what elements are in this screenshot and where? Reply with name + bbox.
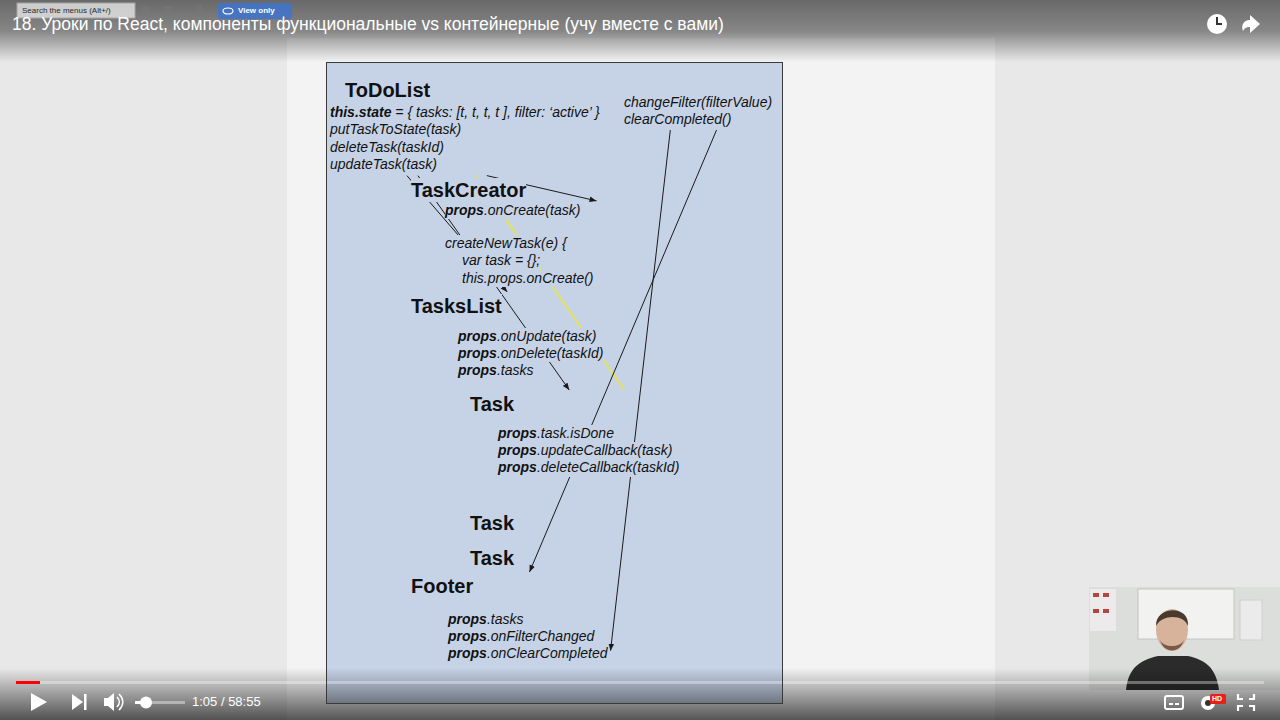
text-rest: .onCreate(task) — [484, 202, 580, 218]
wall-calendar — [1090, 589, 1116, 631]
component-block: TaskCreatorprops.onCreate(task) createNew… — [408, 176, 597, 289]
prop-text: props.task.isDone — [498, 425, 614, 442]
text-rest: .onClearCompleted — [487, 645, 608, 661]
text-rest: .onDelete(taskId) — [497, 345, 604, 361]
member-block: changeFilter(filterValue)clearCompleted(… — [621, 92, 775, 130]
calendar-mark — [1093, 593, 1099, 597]
bold-prefix: props — [498, 442, 537, 458]
toolbar-icon — [142, 6, 150, 14]
method-text: putTaskToState(task) — [330, 121, 461, 138]
method-text: updateTask(task) — [330, 156, 437, 173]
text-rest: .tasks — [497, 362, 534, 378]
text-rest: .updateCallback(task) — [537, 442, 672, 458]
calendar-mark — [1093, 609, 1099, 613]
bold-prefix: this.state — [330, 104, 391, 120]
method-text: changeFilter(filterValue) — [624, 94, 772, 111]
component-title: TaskCreator — [411, 178, 526, 202]
component-block: Footerprops.tasksprops.onFilterChangedpr… — [408, 572, 611, 665]
component-title: ToDoList — [345, 78, 430, 102]
prop-text: props.onCreate(task) — [445, 202, 580, 219]
component-title: Task — [470, 511, 514, 535]
component-block: Task — [467, 509, 517, 537]
volume-knob — [140, 697, 152, 709]
toolbar-search-hint: Search the menus (Alt+/) — [22, 6, 111, 16]
component-block: Taskprops.task.isDoneprops.updateCallbac… — [467, 390, 682, 479]
prop-text: props.tasks — [448, 611, 523, 628]
person-head — [1156, 609, 1188, 651]
text-rest: .tasks — [487, 611, 524, 627]
prop-text: props.onDelete(taskId) — [458, 345, 604, 362]
bold-prefix: props — [448, 611, 487, 627]
prop-text: props.onUpdate(task) — [458, 328, 597, 345]
method-text: deleteTask(taskId) — [330, 139, 444, 156]
bold-prefix: props — [458, 345, 497, 361]
play-icon — [31, 693, 47, 711]
member-block: this.state = { tasks: [t, t, t, t ], fil… — [327, 102, 603, 176]
diagram-ground — [327, 63, 782, 703]
component-block: Task — [467, 544, 517, 572]
clock-icon — [1207, 14, 1227, 34]
component-title: Footer — [411, 574, 473, 598]
volume-waves — [117, 694, 123, 710]
text-rest: .task.isDone — [537, 425, 614, 441]
person-beard — [1160, 640, 1184, 651]
view-mode-badge: View only — [238, 6, 275, 16]
toolbar-icon — [196, 5, 202, 15]
top-shade — [0, 0, 1280, 62]
next-icon — [72, 694, 83, 710]
calendar-mark — [1103, 593, 1109, 597]
slide-ground — [287, 38, 995, 720]
next-icon-bar — [84, 694, 87, 710]
prop-text: props.onFilterChanged — [448, 628, 594, 645]
bold-prefix: props — [448, 645, 487, 661]
progress-track — [16, 681, 1264, 684]
bold-prefix: props — [498, 459, 537, 475]
quality-badge: HD — [1212, 695, 1222, 703]
video-title: 18. Уроки по React, компоненты функциона… — [12, 14, 724, 35]
bold-prefix: props — [458, 328, 497, 344]
clock-hands — [1217, 17, 1222, 24]
component-title: Task — [470, 546, 514, 570]
bold-prefix: props — [448, 628, 487, 644]
text-rest: = { tasks: [t, t, t, t ], filter: ‘activ… — [391, 104, 599, 120]
code-text: var task = {}; — [462, 252, 540, 269]
toolbar-icon — [164, 6, 172, 14]
volume-icon — [104, 693, 114, 711]
prop-text: props.tasks — [458, 362, 533, 379]
progress-played — [16, 681, 40, 684]
prop-text: props.updateCallback(task) — [498, 442, 672, 459]
bold-prefix: props — [445, 202, 484, 218]
component-box: ToDoList this.state = { tasks: [t, t, t, … — [326, 62, 783, 704]
share-icon — [1242, 15, 1260, 33]
bold-prefix: props — [458, 362, 497, 378]
code-text: createNewTask(e) { — [445, 235, 567, 252]
fullscreen-exit-icon — [1238, 694, 1254, 711]
hd-badge — [1210, 694, 1226, 704]
text-rest: .onUpdate(task) — [497, 328, 597, 344]
eye-icon — [223, 8, 233, 14]
captions-icon — [1165, 696, 1183, 709]
state-text: this.state = { tasks: [t, t, t, t ], fil… — [330, 104, 600, 121]
calendar-mark — [1103, 609, 1109, 613]
connector-arrow — [611, 130, 671, 651]
component-title: TasksList — [411, 294, 502, 318]
prop-text: props.deleteCallback(taskId) — [498, 459, 679, 476]
captions-lines — [1169, 703, 1179, 705]
code-text: this.props.onCreate() — [462, 270, 594, 287]
wall-panel — [1240, 600, 1262, 640]
component-title: Task — [470, 392, 514, 416]
prop-text: props.onClearCompleted — [448, 645, 608, 662]
text-rest: .onFilterChanged — [487, 628, 594, 644]
playback-time: 1:05 / 58:55 — [192, 694, 261, 710]
bottom-shade — [0, 668, 1280, 720]
person-hair — [1156, 610, 1188, 626]
component-block: TasksListprops.onUpdate(task)props.onDel… — [408, 292, 607, 382]
text-rest: .deleteCallback(taskId) — [537, 459, 679, 475]
bold-prefix: props — [498, 425, 537, 441]
method-text: clearCompleted() — [624, 111, 731, 128]
